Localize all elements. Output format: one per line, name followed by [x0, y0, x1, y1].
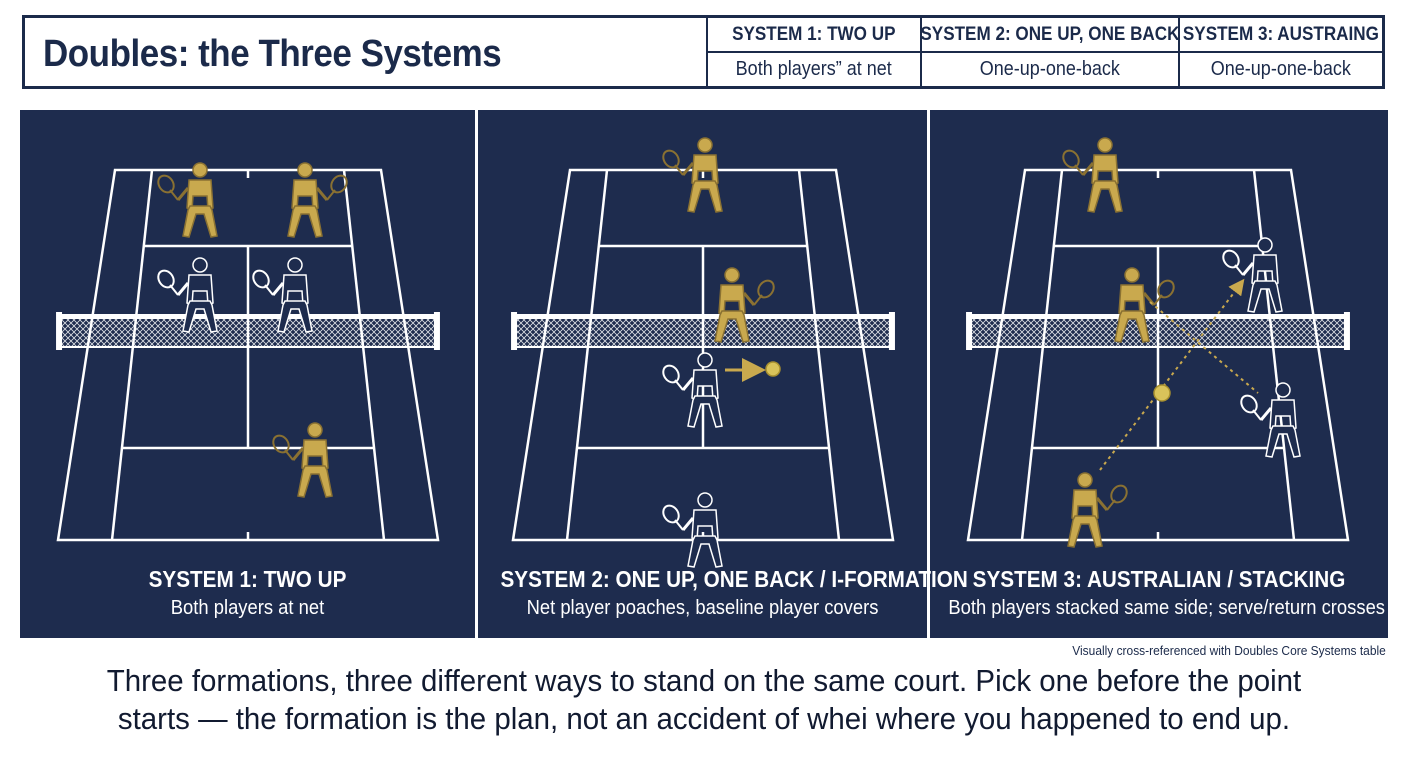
summary-line-1: Three formations, three different ways t…	[106, 663, 1302, 698]
panel-3-title: SYSTEM 3: AUSTRALIAN / STACKING	[972, 566, 1346, 592]
player-icon-1	[157, 162, 218, 238]
table-header-system-3: SYSTEM 3: AUSTRAING	[1178, 18, 1382, 53]
courts-layer	[56, 168, 1350, 542]
players-layer	[157, 137, 1301, 568]
panel-1-subtitle: Both players at net	[170, 597, 325, 619]
panel-3-subtitle: Both players stacked same side; serve/re…	[948, 597, 1386, 619]
panel-divider-2	[927, 110, 930, 638]
net-2	[511, 312, 895, 350]
panel-2-subtitle: Net player poaches, baseline player cove…	[526, 597, 879, 619]
tennis-court-3	[966, 168, 1350, 542]
player-icon-4	[252, 257, 313, 333]
player-icon-3	[157, 257, 218, 333]
tennis-ball-icon-2	[1153, 384, 1171, 402]
tennis-court-2	[511, 168, 895, 542]
systems-summary-table: SYSTEM 1: TWO UP SYSTEM 2: ONE UP, ONE B…	[706, 18, 1382, 86]
tennis-ball-icon	[765, 361, 781, 377]
table-cell-system-3: One-up-one-back	[1178, 53, 1382, 86]
player-icon-7	[714, 267, 775, 343]
panel-3-caption: SYSTEM 3: AUSTRALIAN / STACKING Both pla…	[930, 566, 1388, 620]
player-icon-11	[1114, 267, 1175, 343]
player-icon-13	[1240, 382, 1301, 458]
tennis-court-1	[56, 168, 440, 542]
player-icon-5	[272, 422, 333, 498]
table-cell-system-2: One-up-one-back	[920, 53, 1178, 86]
panel-divider-1	[475, 110, 478, 638]
cross-reference-note: Visually cross-referenced with Doubles C…	[1072, 643, 1386, 658]
player-icon-6	[662, 137, 723, 213]
movement-markers	[725, 278, 1259, 471]
table-cell-system-1: Both players” at net	[735, 58, 893, 80]
player-icon-14	[1067, 472, 1128, 548]
serve-path	[1099, 278, 1245, 471]
table-header-system-1: SYSTEM 1: TWO UP	[708, 18, 920, 53]
table-header-system-2: SYSTEM 2: ONE UP, ONE BACK	[920, 18, 1178, 53]
summary-line-2: starts — the formation is the plan, not …	[117, 701, 1291, 736]
player-icon-9	[662, 492, 723, 568]
player-icon-12	[1222, 237, 1283, 313]
panel-1-caption: SYSTEM 1: TWO UP Both players at net	[20, 566, 475, 620]
return-path	[1149, 301, 1259, 394]
player-icon-8	[662, 352, 723, 428]
court-diagrams	[56, 137, 1350, 568]
player-icon-2	[287, 162, 348, 238]
header-bar: Doubles: the Three Systems SYSTEM 1: TWO…	[22, 15, 1385, 89]
page-title: Doubles: the Three Systems	[43, 33, 502, 75]
net-3	[966, 312, 1350, 350]
summary-text: Three formations, three different ways t…	[0, 662, 1408, 738]
panel-2-title: SYSTEM 2: ONE UP, ONE BACK / I-FORMATION	[500, 566, 968, 592]
panel-2-caption: SYSTEM 2: ONE UP, ONE BACK / I-FORMATION…	[478, 566, 968, 620]
net-1	[56, 312, 440, 350]
player-icon-10	[1062, 137, 1123, 213]
diagram-panels: SYSTEM 1: TWO UP Both players at net SYS…	[20, 110, 1388, 638]
panel-1-title: SYSTEM 1: TWO UP	[148, 566, 347, 592]
